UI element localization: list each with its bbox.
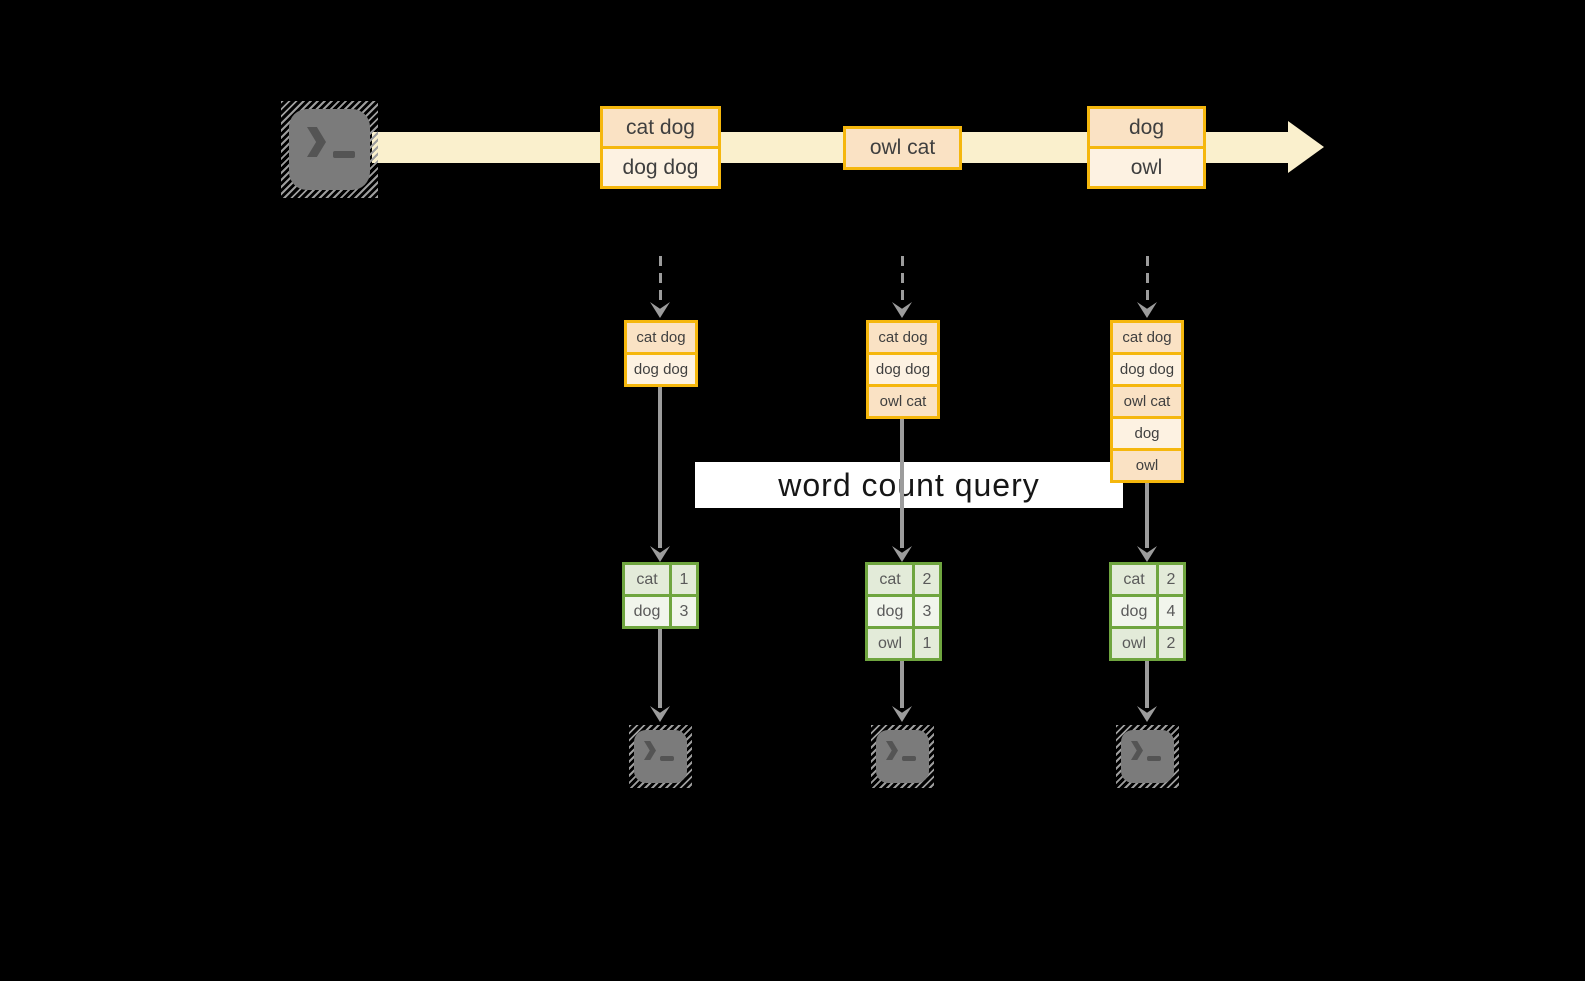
record-cell: dog dog [1113,355,1181,384]
count-cell: 2 [915,565,939,594]
count-cell: 1 [915,629,939,658]
terminal-sink-icon-3 [1116,725,1179,788]
connector-arrowhead [1137,706,1157,722]
record-cell: owl [1113,451,1181,480]
micro-batch-2: cat dog dog dog owl cat [866,320,940,419]
connector-line [900,661,904,708]
record-cell: cat dog [869,323,937,352]
record-cell: owl cat [1113,387,1181,416]
prompt-chevron-icon [1131,741,1143,760]
connector-line [658,629,662,708]
word-cell: owl [1112,629,1156,658]
stream-batch-3: dog owl [1087,106,1206,189]
connector-arrowhead [650,706,670,722]
dashed-arrow-line [659,256,662,300]
word-cell: cat [625,565,669,594]
dashed-arrow-line [901,256,904,300]
micro-batch-3: cat dog dog dog owl cat dog owl [1110,320,1184,483]
stream-record: owl cat [846,129,959,167]
word-cell: owl [868,629,912,658]
prompt-underscore-icon [1147,756,1161,761]
terminal-body [876,730,929,783]
prompt-chevron-icon [886,741,898,760]
count-cell: 4 [1159,597,1183,626]
record-cell: owl cat [869,387,937,416]
prompt-chevron-icon [644,741,656,760]
word-cell: dog [868,597,912,626]
record-cell: dog dog [869,355,937,384]
connector-line [1145,481,1149,548]
record-cell: dog dog [627,355,695,384]
prompt-underscore-icon [333,151,355,158]
query-band: word count query [695,462,1123,508]
word-count-table-3: cat 2 dog 4 owl 2 [1109,562,1186,661]
record-cell: dog [1113,419,1181,448]
query-label: word count query [778,466,1040,503]
record-cell: cat dog [1113,323,1181,352]
micro-batch-1: cat dog dog dog [624,320,698,387]
stream-arrowhead [1288,121,1324,173]
prompt-underscore-icon [660,756,674,761]
terminal-source-icon [281,101,378,198]
stream-record: dog dog [603,149,718,186]
prompt-chevron-icon [307,127,326,157]
terminal-body [634,730,687,783]
count-cell: 2 [1159,565,1183,594]
dashed-arrowhead [650,302,670,318]
connector-line [900,417,904,548]
terminal-sink-icon-2 [871,725,934,788]
count-cell: 2 [1159,629,1183,658]
prompt-underscore-icon [902,756,916,761]
word-cell: dog [625,597,669,626]
word-cell: cat [868,565,912,594]
connector-arrowhead [650,546,670,562]
word-count-table-1: cat 1 dog 3 [622,562,699,629]
connector-arrowhead [892,706,912,722]
word-cell: cat [1112,565,1156,594]
word-cell: dog [1112,597,1156,626]
word-count-table-2: cat 2 dog 3 owl 1 [865,562,942,661]
stream-record: dog [1090,109,1203,146]
stream-record: owl [1090,149,1203,186]
count-cell: 1 [672,565,696,594]
connector-line [658,385,662,548]
connector-arrowhead [892,546,912,562]
connector-line [1145,661,1149,708]
dashed-arrow-line [1146,256,1149,300]
stream-batch-1: cat dog dog dog [600,106,721,189]
record-cell: cat dog [627,323,695,352]
dashed-arrowhead [1137,302,1157,318]
terminal-sink-icon-1 [629,725,692,788]
terminal-body [1121,730,1174,783]
stream-record: cat dog [603,109,718,146]
stream-batch-2: owl cat [843,126,962,170]
count-cell: 3 [915,597,939,626]
dashed-arrowhead [892,302,912,318]
connector-arrowhead [1137,546,1157,562]
terminal-body [289,109,370,190]
count-cell: 3 [672,597,696,626]
